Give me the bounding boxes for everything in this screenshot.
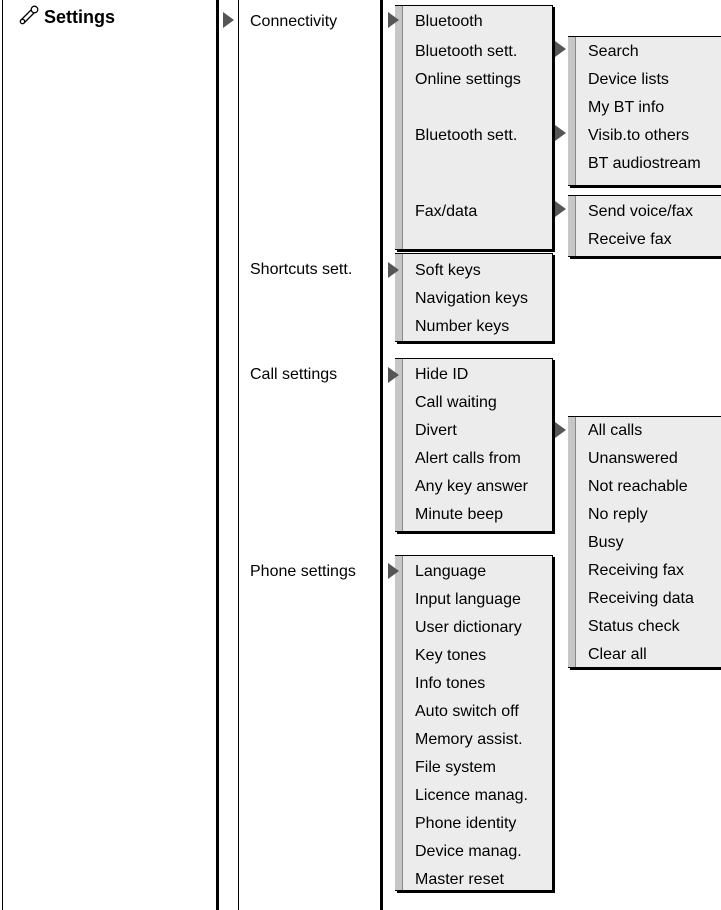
submenu-item[interactable]: Number keys [415,318,510,335]
submenu-item[interactable]: Key tones [415,647,487,664]
submenu-item[interactable]: Soft keys [415,262,481,279]
arrow-right-icon [388,12,399,28]
menu-item-phone-settings[interactable]: Phone settings [250,563,356,580]
submenu-item[interactable]: Bluetooth sett. [415,127,518,144]
shortcuts-submenu [395,253,553,342]
phone-settings-submenu [395,555,553,891]
submenu-item[interactable]: Fax/data [415,203,478,220]
submenu-item[interactable]: Input language [415,591,521,608]
submenu-item[interactable]: Memory assist. [415,731,523,748]
submenu-item[interactable]: Alert calls from [415,450,521,467]
submenu-item[interactable]: Online settings [415,71,521,88]
box-shade [395,6,403,249]
arrow-right-icon [388,262,399,278]
fax-submenu [568,195,721,257]
bluetooth-submenu [568,36,721,186]
submenu-item[interactable]: Unanswered [588,450,678,467]
submenu-item[interactable]: Search [588,43,639,60]
submenu-item[interactable]: Licence manag. [415,787,528,804]
column-divider [380,0,383,910]
box-shade [568,37,576,185]
page-title: Settings [44,7,116,27]
submenu-item[interactable]: Hide ID [415,366,469,383]
box-shade [568,196,576,256]
submenu-item[interactable]: Divert [415,422,457,439]
submenu-item[interactable]: All calls [588,422,643,439]
submenu-item[interactable]: Status check [588,618,680,635]
submenu-item[interactable]: Receiving fax [588,562,685,579]
submenu-item[interactable]: User dictionary [415,619,522,636]
submenu-item[interactable]: Receiving data [588,590,694,607]
arrow-right-icon [555,422,566,438]
submenu-item[interactable]: Bluetooth [415,13,483,30]
arrow-right-icon [555,201,566,217]
submenu-item[interactable]: Phone identity [415,815,517,832]
box-shade [568,417,576,667]
submenu-item[interactable]: Visib.to others [588,127,690,144]
submenu-item[interactable]: Device lists [588,71,669,88]
submenu-item[interactable]: No reply [588,506,648,523]
menu-item-shortcuts-sett[interactable]: Shortcuts sett. [250,261,353,278]
submenu-item[interactable]: Auto switch off [415,703,519,720]
submenu-item[interactable]: Call waiting [415,394,497,411]
submenu-item[interactable]: Language [415,563,487,580]
connectivity-submenu [395,5,553,250]
submenu-item[interactable]: File system [415,759,496,776]
submenu-item[interactable]: Busy [588,534,624,551]
submenu-item[interactable]: Receive fax [588,231,672,248]
wrench-icon [19,5,39,25]
submenu-item[interactable]: Navigation keys [415,290,528,307]
submenu-item[interactable]: Any key answer [415,478,528,495]
submenu-item[interactable]: Clear all [588,646,647,663]
box-shade [395,556,403,890]
column-divider [238,0,239,910]
column-divider [2,0,3,910]
arrow-right-icon [388,367,399,383]
menu-item-call-settings[interactable]: Call settings [250,366,338,383]
arrow-right-icon [388,563,399,579]
submenu-item[interactable]: Minute beep [415,506,504,523]
box-shade [395,254,403,341]
arrow-right-icon [555,125,566,141]
box-shade [395,359,403,531]
submenu-item[interactable]: My BT info [588,99,665,116]
submenu-item[interactable]: Bluetooth sett. [415,43,518,60]
call-settings-submenu [395,358,553,532]
submenu-item[interactable]: Master reset [415,871,504,888]
submenu-item[interactable]: Info tones [415,675,486,692]
arrow-right-icon [555,41,566,57]
submenu-item[interactable]: BT audiostream [588,155,701,172]
submenu-item[interactable]: Send voice/fax [588,203,693,220]
submenu-item[interactable]: Not reachable [588,478,688,495]
menu-item-connectivity[interactable]: Connectivity [250,13,338,30]
arrow-right-icon [223,12,234,28]
submenu-item[interactable]: Device manag. [415,843,522,860]
column-divider [216,0,219,910]
divert-submenu [568,416,721,668]
